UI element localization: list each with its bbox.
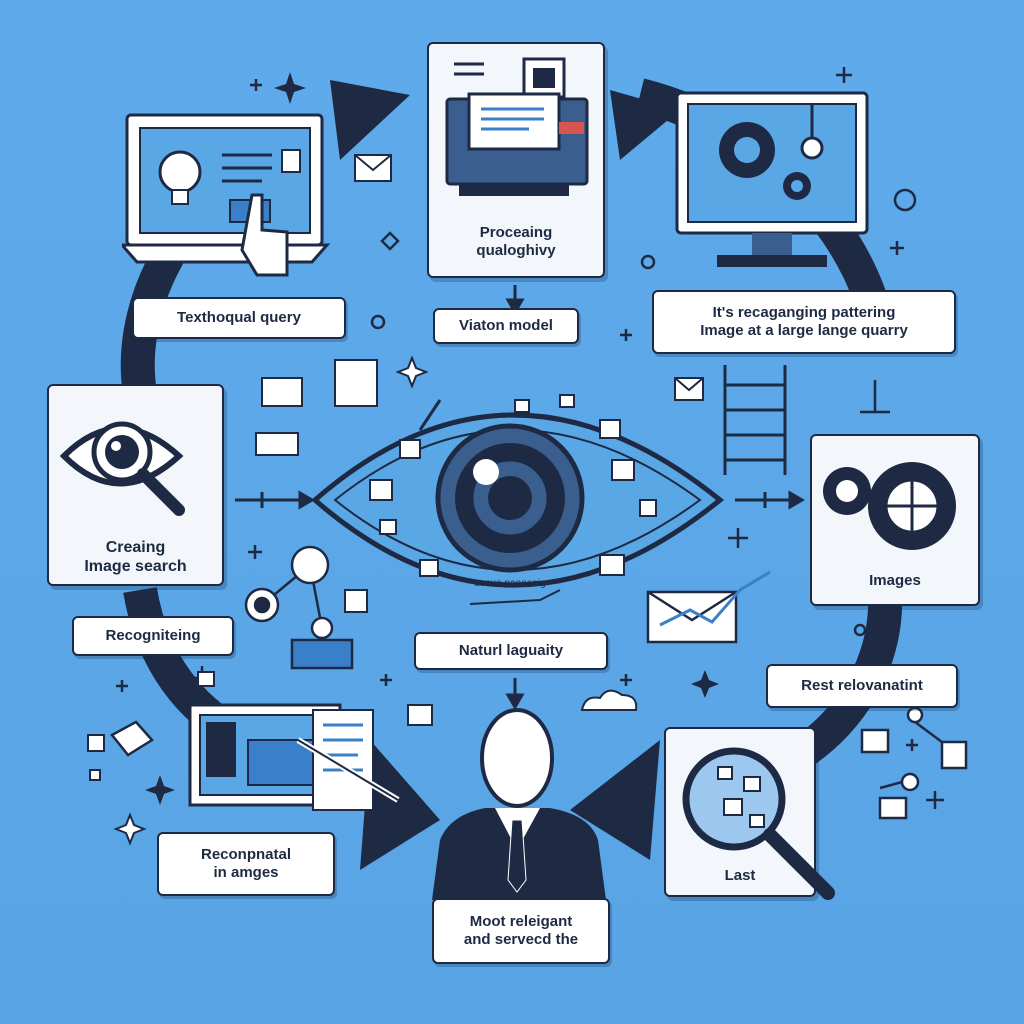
recomputing-line1: Reconpnatal <box>200 846 291 863</box>
rest-relevant-label: Rest relovanatint <box>766 664 958 708</box>
magnifier-eye-icon <box>59 421 185 516</box>
processing-caption-line2: qualoghivy <box>476 242 556 259</box>
recomputing-line2: in amges <box>213 864 279 881</box>
images-card: Images <box>810 434 980 606</box>
creating-image-search-card: Creaing Image search <box>47 384 224 586</box>
gears-monitor-icon <box>672 88 872 273</box>
creating-caption: Creaing Image search <box>49 538 222 576</box>
most-relevant-line2: and servecd the <box>463 931 579 948</box>
document-monitor-icon <box>188 700 400 820</box>
recognizing-pattern-line2: Image at a large lange quarry <box>700 322 908 339</box>
monitor-hand-icon <box>118 110 332 280</box>
processing-caption: Proceaing qualoghivy <box>429 224 603 260</box>
magnifier-icon <box>682 747 835 900</box>
gears-icon <box>823 462 956 550</box>
most-relevant-line1: Moot releigant <box>469 913 573 930</box>
eye-caption: uacuo paooanig <box>474 578 546 589</box>
last-card: Last <box>664 727 835 900</box>
text-query-label: Texthoqual query <box>132 297 346 339</box>
creating-caption-line1: Creaing <box>105 539 166 556</box>
most-relevant-label: Moot releigant and servecd the <box>432 898 610 964</box>
recognizing-pattern-label: It's recaganging pattering Image at a la… <box>652 290 956 354</box>
natural-language-label: Naturl laguaity <box>414 632 608 670</box>
chart-envelope-icon <box>646 570 771 644</box>
creating-caption-line2: Image search <box>84 558 187 576</box>
recomputing-label: Reconpnatal in amges <box>157 832 335 896</box>
images-caption: Images <box>869 572 921 589</box>
processing-card: Proceaing qualoghivy <box>427 42 605 278</box>
printer-device-icon <box>445 57 589 196</box>
processing-caption-line1: Proceaing <box>479 224 553 241</box>
recognizing-pattern-line1: It's recaganging pattering <box>712 304 896 321</box>
vision-model-label: Viaton model <box>433 308 579 344</box>
last-caption: Last <box>724 867 756 884</box>
recognizing-label: Recogniteing <box>72 616 234 656</box>
